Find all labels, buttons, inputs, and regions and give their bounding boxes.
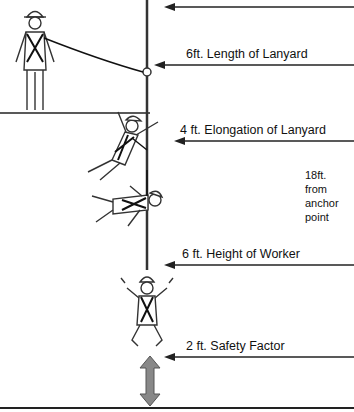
anchor-ring (143, 68, 151, 76)
lifeline (146, 0, 149, 270)
dimension-label: 2 ft. Safety Factor (186, 339, 285, 354)
falling-worker (88, 112, 158, 180)
standing-worker (16, 12, 143, 111)
dimension-label: 18ft. from anchor point (305, 168, 350, 224)
ground-line (0, 407, 354, 409)
falling-worker (92, 170, 162, 226)
dimension-label: 6ft. Length of Lanyard (186, 47, 308, 62)
safety-factor-arrow (140, 356, 160, 406)
arrow-heads (154, 3, 185, 361)
dimension-arrows (162, 7, 354, 357)
dimension-label: 4 ft. Elongation of Lanyard (180, 123, 326, 138)
dimension-label: 6 ft. Height of Worker (182, 247, 300, 262)
platform (0, 112, 150, 114)
hanging-worker (121, 277, 173, 346)
